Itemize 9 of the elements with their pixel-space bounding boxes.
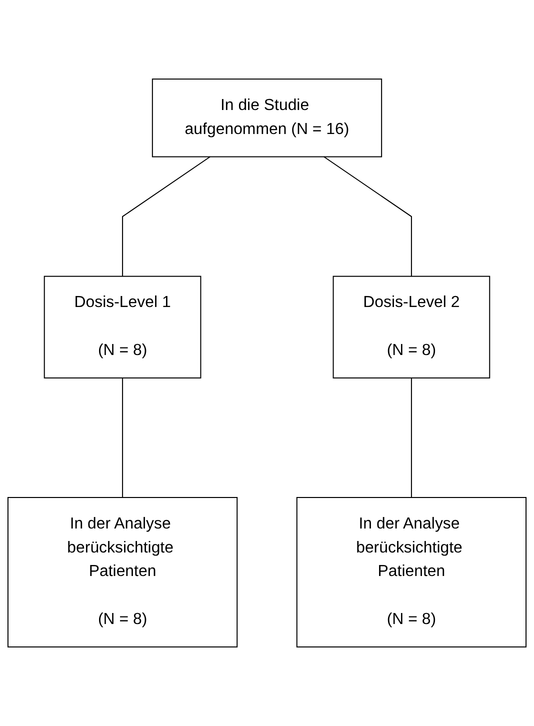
node-box: In der Analyse berücksichtigte Patienten (N = 8)	[7, 497, 238, 648]
connector	[122, 156, 211, 277]
node-box: In die Studie aufgenommen (N = 16)	[152, 78, 382, 158]
connector	[323, 156, 412, 277]
connector	[122, 377, 124, 498]
connector	[410, 377, 412, 498]
node-box: In der Analyse berücksichtigte Patienten (N = 8)	[296, 497, 527, 648]
node-box: Dosis-Level 2 (N = 8)	[332, 276, 490, 378]
node-box: Dosis-Level 1 (N = 8)	[44, 276, 202, 378]
